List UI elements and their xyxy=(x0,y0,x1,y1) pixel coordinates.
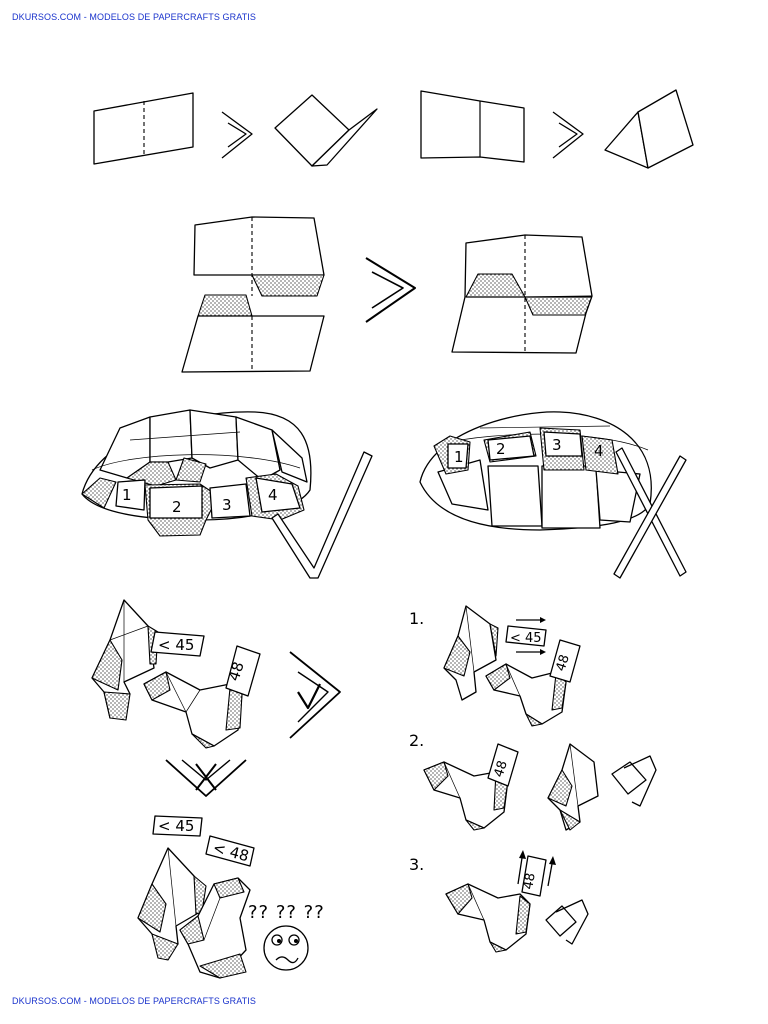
step-1-number: 1. xyxy=(409,609,424,628)
step-1-pieces xyxy=(443,605,567,727)
svg-text:48: 48 xyxy=(225,660,248,684)
tab-piece-bottom xyxy=(181,294,325,373)
svg-text:48: 48 xyxy=(554,653,573,673)
wrong-piece-b xyxy=(179,877,251,979)
svg-text:48: 48 xyxy=(521,872,539,891)
glued-pieces xyxy=(451,234,593,354)
arrow-down-icon xyxy=(165,759,247,797)
tab-label-2-wrong: 2 xyxy=(496,440,506,458)
confused-marks: ?? ?? ?? xyxy=(248,902,325,923)
svg-text:< 45: < 45 xyxy=(158,817,194,835)
tab-piece-top xyxy=(193,216,325,297)
cross-icon xyxy=(613,447,687,579)
arrow-right-icon xyxy=(365,257,416,323)
folded-paper-1 xyxy=(274,94,378,167)
tab-label-2: 2 xyxy=(172,498,182,516)
dome-correct: 1 2 3 4 xyxy=(81,409,312,537)
step-1-labels: < 45 48 xyxy=(505,617,581,683)
arrow-right-icon xyxy=(289,651,341,739)
step-2-pieces: 48 xyxy=(423,743,657,831)
wrong-label-48: < 48 xyxy=(205,835,255,867)
tab-label-1: 1 xyxy=(122,486,132,504)
tab-label-4-wrong: 4 xyxy=(594,442,604,460)
step-3-number: 3. xyxy=(409,855,424,874)
arrow-right-icon xyxy=(221,111,253,159)
dome-wrong: 1 2 3 4 xyxy=(419,411,652,531)
cross-icon xyxy=(195,763,217,791)
label-48: 48 xyxy=(225,645,261,697)
arrow-right-icon xyxy=(552,111,584,159)
footer-site-label[interactable]: DKURSOS.COM - MODELOS DE PAPERCRAFTS GRA… xyxy=(12,996,256,1006)
tab-label-4: 4 xyxy=(268,486,278,504)
tab-label-3-wrong: 3 xyxy=(552,436,562,454)
confused-face-icon xyxy=(263,925,309,971)
folded-paper-2 xyxy=(604,89,694,169)
checkmark-icon xyxy=(297,683,321,710)
wrong-piece-a xyxy=(137,847,207,961)
svg-text:< 45: < 45 xyxy=(510,631,542,646)
step-3-pieces: 48 xyxy=(445,850,589,953)
label-45: < 45 xyxy=(150,631,205,657)
tab-label-1-wrong: 1 xyxy=(454,448,464,466)
svg-text:48: 48 xyxy=(492,759,511,779)
fold-diagram-2 xyxy=(420,90,525,163)
wrong-label-45: < 45 xyxy=(152,815,203,837)
step-2-number: 2. xyxy=(409,731,424,750)
fold-diagram-1 xyxy=(93,92,194,165)
checkmark-icon xyxy=(271,451,373,579)
tab-label-3: 3 xyxy=(222,496,232,514)
header-site-label[interactable]: DKURSOS.COM - MODELOS DE PAPERCRAFTS GRA… xyxy=(12,12,256,22)
svg-text:< 45: < 45 xyxy=(158,636,194,654)
piece-a xyxy=(91,599,159,721)
